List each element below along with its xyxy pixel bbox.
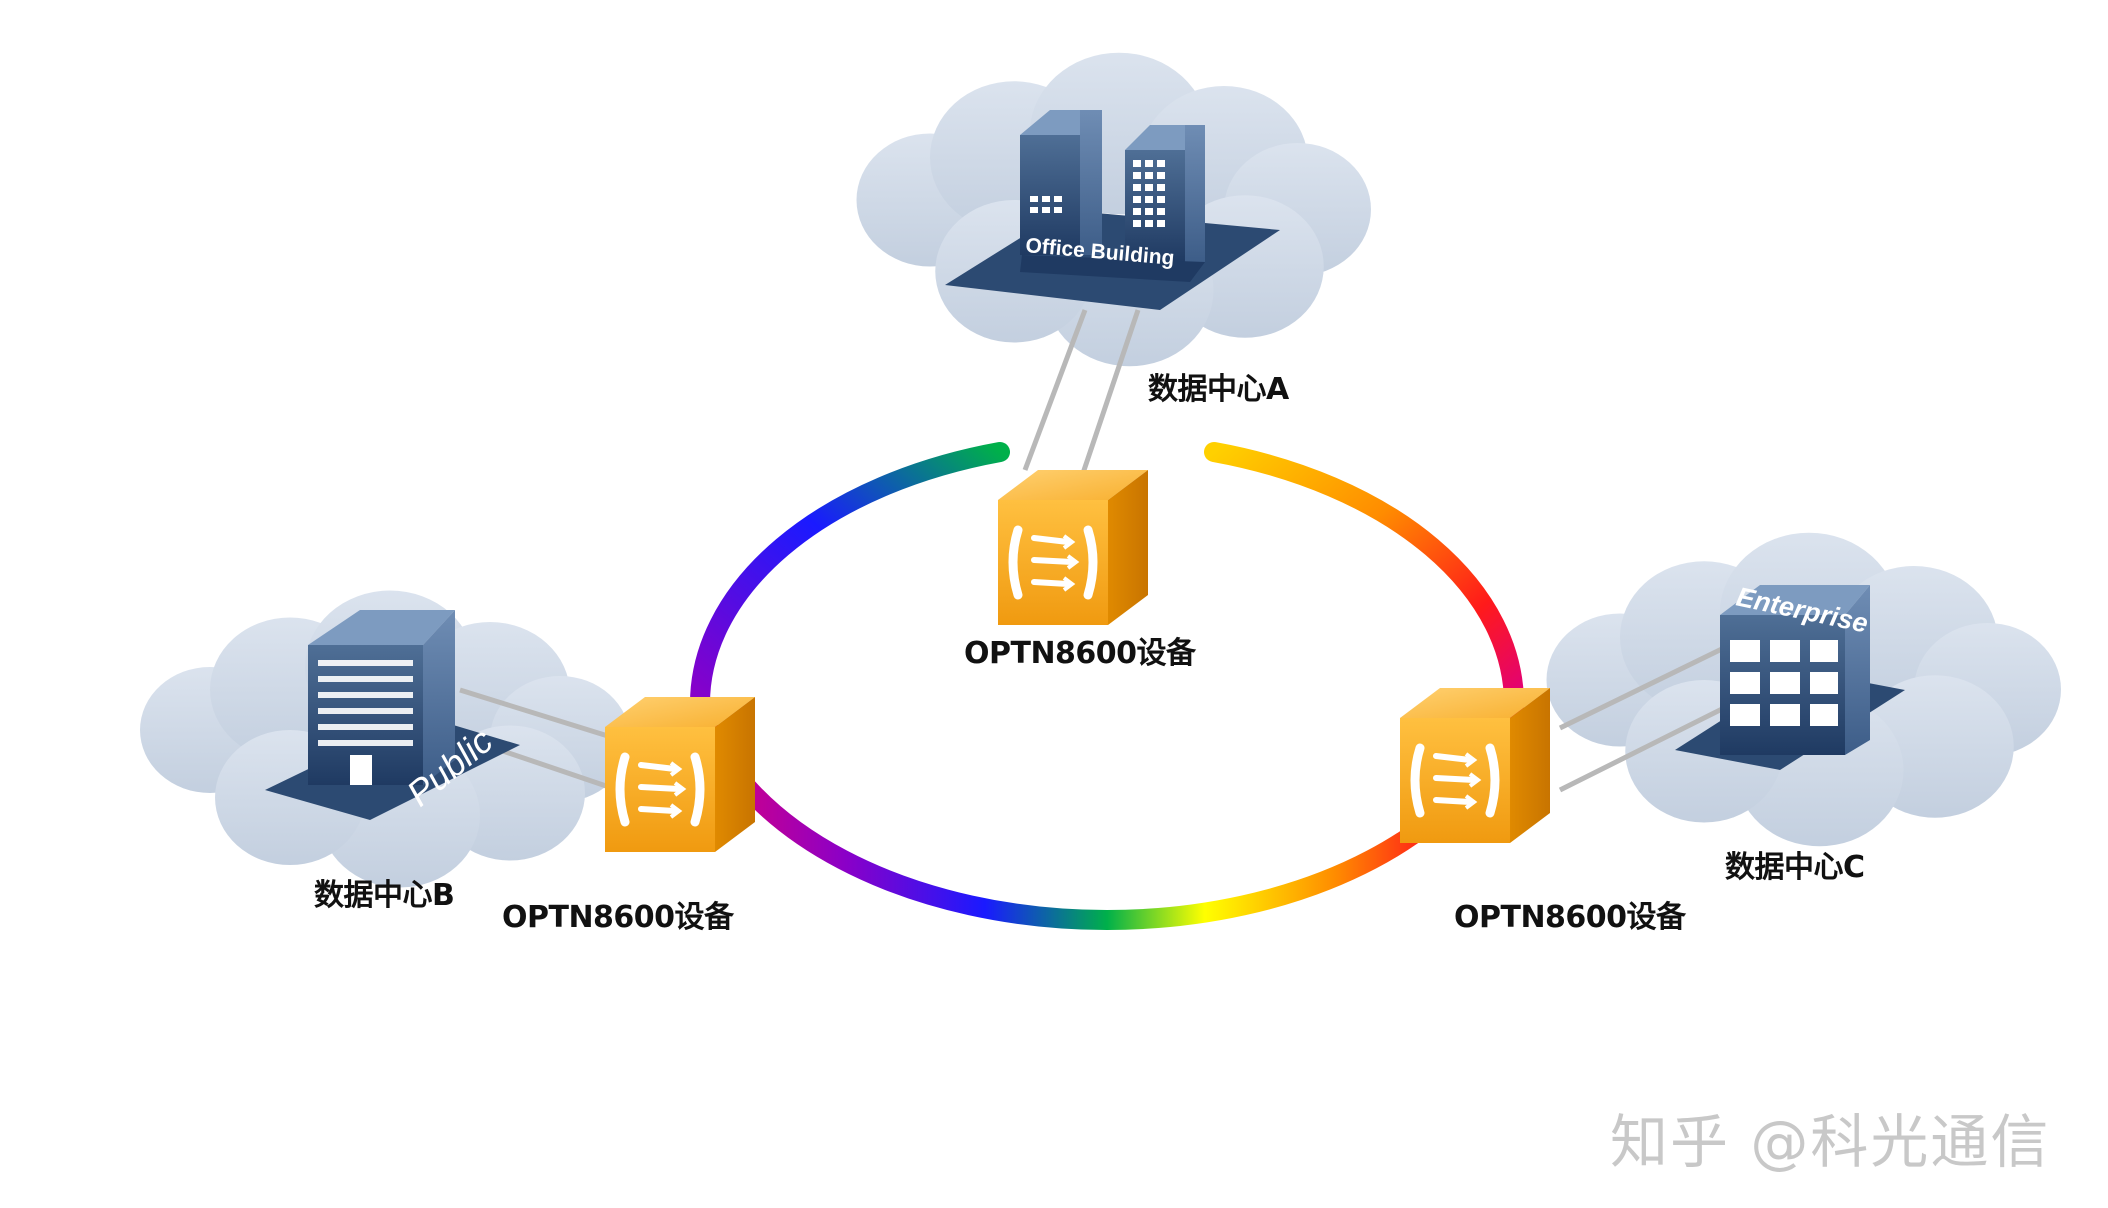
public-building-icon: Public: [265, 610, 520, 820]
label-dc-a: 数据中心A: [1148, 372, 1289, 407]
label-device-left: OPTN8600设备: [502, 900, 734, 935]
optn8600-device-right: [1400, 688, 1550, 843]
office-building-icon: Office Building: [945, 110, 1280, 310]
enterprise-building-icon: Enterprise: [1675, 582, 1905, 770]
label-device-right: OPTN8600设备: [1454, 900, 1686, 935]
label-device-top: OPTN8600设备: [964, 636, 1196, 671]
optn8600-device-left: [605, 697, 755, 852]
link-lines: [459, 309, 1732, 793]
cloud-dc-a: [856, 52, 1371, 367]
watermark: 知乎 @科光通信: [1610, 1108, 2051, 1176]
optn8600-device-top: [998, 470, 1148, 625]
label-dc-b: 数据中心B: [314, 878, 455, 913]
label-dc-c: 数据中心C: [1725, 850, 1865, 885]
